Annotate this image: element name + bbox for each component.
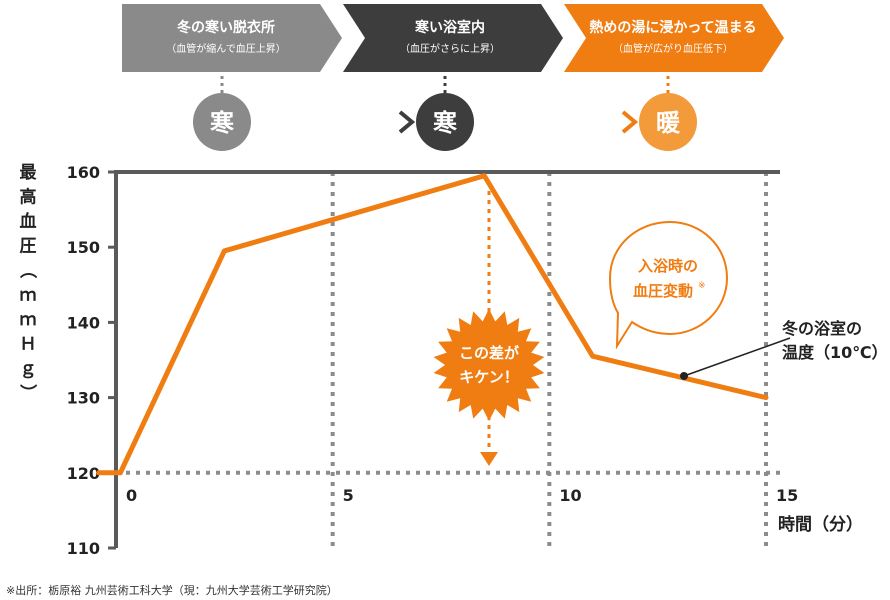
- y-tick-120: 120: [67, 464, 100, 483]
- chart-series: [96, 173, 769, 476]
- temp-circle-warm: 暖: [639, 93, 697, 151]
- x-tick-labels: 0 5 10 15: [126, 486, 798, 505]
- stage-2-title: 寒い浴室内: [415, 19, 485, 36]
- callout-line-1: 冬の浴室の: [782, 319, 862, 338]
- y-axis-label-char-9: ）: [17, 384, 38, 401]
- y-tick-160: 160: [67, 163, 100, 182]
- stage-2-subtitle: （血圧がさらに上昇）: [400, 42, 500, 55]
- burst-text-line-1: この差が: [459, 344, 520, 362]
- chart-axes: [114, 170, 780, 548]
- arrow-cold-to-cold: [252, 110, 416, 134]
- y-tick-110: 110: [67, 539, 100, 558]
- x-tick-5: 5: [343, 486, 354, 505]
- y-axis-label-char-8: ｇ: [20, 359, 37, 379]
- x-axis-label: 時間（分）: [778, 514, 863, 535]
- y-axis-label-char-7: Ｈ: [20, 335, 37, 355]
- y-tick-150: 150: [67, 238, 100, 257]
- y-tick-labels: 110 120 130 140 150 160: [67, 163, 116, 558]
- y-axis-label-char-2: 血: [20, 211, 37, 232]
- bubble-text-line-1: 入浴時の: [638, 257, 698, 275]
- y-axis-label-char-6: ｍ: [20, 310, 37, 330]
- y-axis-label-char-1: 高: [20, 187, 37, 208]
- stage-3-title: 熱めの湯に浸かって温まる: [589, 19, 756, 36]
- line-chart: 110 120 130 140 150 160 0 5 10 15: [67, 163, 799, 558]
- x-tick-10: 10: [559, 486, 581, 505]
- temperature-callout: 冬の浴室の 温度（10℃）: [680, 319, 888, 380]
- temp-label-cold-1: 寒: [210, 109, 234, 137]
- speech-bubble: 入浴時の 血圧変動 ※: [608, 220, 729, 350]
- burst-text-line-2: キケン！: [459, 368, 519, 386]
- y-axis-label-char-5: ｍ: [20, 286, 37, 306]
- temp-circle-cold-2: 寒: [416, 93, 474, 151]
- stage-2: 寒い浴室内 （血圧がさらに上昇）: [343, 4, 563, 72]
- bubble-text-line-2: 血圧変動: [633, 282, 693, 300]
- x-tick-0: 0: [126, 486, 137, 505]
- y-axis-label-char-0: 最: [20, 163, 38, 183]
- y-axis-label-char-3: 圧: [20, 237, 37, 257]
- y-tick-130: 130: [67, 389, 100, 408]
- stage-1-title: 冬の寒い脱衣所: [177, 19, 275, 36]
- stage-3: 熱めの湯に浸かって温まる （血管が広がり血圧低下）: [564, 4, 784, 72]
- source-note: ※出所：栃原裕 九州芸術工科大学（現：九州大学芸術工学研究院）: [6, 583, 338, 597]
- x-tick-15: 15: [776, 486, 798, 505]
- callout-line-2: 温度（10℃）: [781, 343, 888, 362]
- danger-burst: この差が キケン！: [433, 309, 545, 421]
- stage-1-subtitle: （血管が縮んで血圧上昇）: [166, 42, 286, 55]
- arrow-cold-to-warm: [475, 110, 639, 134]
- temp-label-warm: 暖: [656, 109, 681, 137]
- temp-label-cold-2: 寒: [433, 109, 457, 137]
- series-line-0: [96, 173, 769, 476]
- temp-circle-cold-1: 寒: [193, 93, 251, 151]
- bubble-footnote-mark: ※: [698, 281, 706, 291]
- y-tick-140: 140: [67, 313, 100, 332]
- stage-3-subtitle: （血管が広がり血圧低下）: [613, 42, 733, 55]
- stage-1: 冬の寒い脱衣所 （血管が縮んで血圧上昇）: [122, 4, 342, 72]
- y-axis-label-char-4: （: [17, 262, 38, 279]
- chart-grid: [116, 172, 780, 548]
